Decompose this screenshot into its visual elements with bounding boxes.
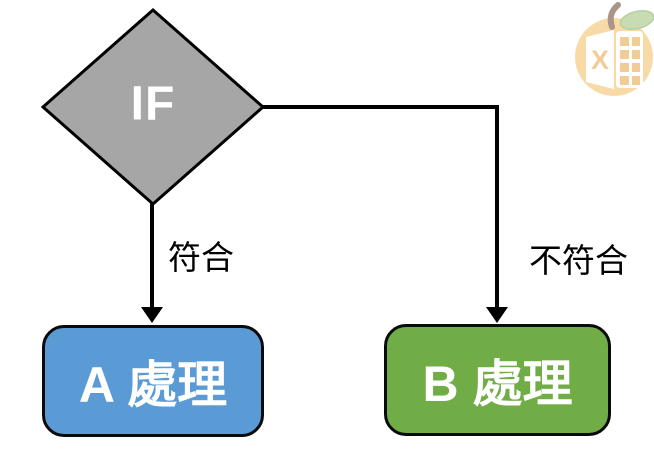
arrowhead-false-branch — [486, 307, 508, 323]
excel-fruit-logo-icon: X — [575, 2, 654, 96]
process-node-b: B 處理 — [384, 324, 611, 436]
arrowhead-true-branch — [141, 307, 163, 323]
true-branch-label: 符合 — [168, 241, 234, 277]
logo-paper-flag — [586, 30, 614, 89]
process-node-a-label: A 處理 — [78, 357, 228, 413]
logo-stem — [607, 2, 621, 30]
process-node-b-label: B 處理 — [422, 356, 573, 412]
decision-diamond — [40, 8, 266, 206]
process-node-a: A 處理 — [42, 325, 264, 437]
logo-leaf — [619, 10, 654, 30]
decision-diamond-label: IF — [130, 77, 176, 131]
logo-x-letter: X — [591, 45, 609, 75]
false-branch-label: 不符合 — [529, 244, 628, 280]
logo-sheet-cells — [620, 37, 640, 85]
